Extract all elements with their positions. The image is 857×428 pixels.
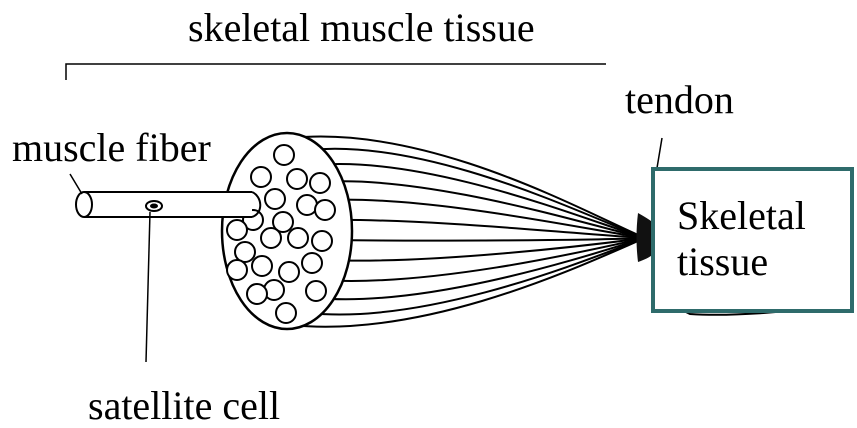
skeletal-tissue-line-1: Skeletal xyxy=(677,193,806,239)
fiber-circle xyxy=(265,189,285,209)
muscle-fiber-leader xyxy=(70,174,82,194)
fiber-circle xyxy=(279,262,299,282)
satellite-cell-leader xyxy=(146,212,150,362)
diagram-title: skeletal muscle tissue xyxy=(188,8,535,48)
fiber-circle xyxy=(261,228,281,248)
fiber-circle xyxy=(288,228,308,248)
fiber-circle xyxy=(315,200,335,220)
fiber-circle xyxy=(227,220,247,240)
title-bracket xyxy=(66,64,606,80)
fiber-circle xyxy=(312,231,332,251)
fiber-circle xyxy=(302,253,322,273)
muscle-fiber-end xyxy=(76,192,92,217)
fiber-circle xyxy=(235,242,255,262)
muscle-fiber-label: muscle fiber xyxy=(12,128,211,168)
skeletal-tissue-line-2: tissue xyxy=(677,239,806,285)
skeletal-tissue-callout: Skeletal tissue xyxy=(651,167,854,313)
fiber-circle xyxy=(297,195,317,215)
fiber-circle xyxy=(306,281,326,301)
fiber-circle xyxy=(251,167,271,187)
fiber-circle xyxy=(252,256,272,276)
fascicle-line xyxy=(326,238,645,241)
fiber-circle xyxy=(274,145,294,165)
fiber-circle xyxy=(310,173,330,193)
tendon-label: tendon xyxy=(625,80,734,120)
fiber-circle xyxy=(227,260,247,280)
skeletal-tissue-label: Skeletal tissue xyxy=(677,193,806,285)
fiber-circle xyxy=(247,284,267,304)
fascicle-line xyxy=(316,238,646,299)
fiber-circle xyxy=(287,169,307,189)
satellite-cell-label: satellite cell xyxy=(88,386,280,426)
fiber-circle xyxy=(276,303,296,323)
